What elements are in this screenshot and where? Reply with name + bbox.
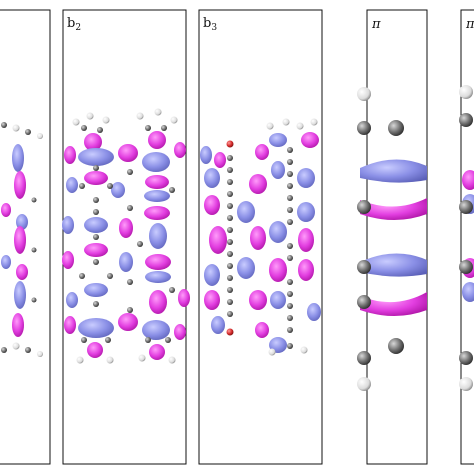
orbital-lobes-pi-2 (462, 170, 474, 302)
orbital-lobes-b3 (200, 132, 321, 353)
panel-pi-1: π (357, 9, 428, 465)
panel-frame-b2 (62, 9, 187, 465)
panel-b1 (0, 9, 51, 465)
orbital-lobes-pi-1 (360, 159, 427, 316)
panel-label-b2: b2 (67, 16, 81, 33)
atoms-pi-1 (357, 87, 404, 391)
atoms-b2 (72, 108, 178, 364)
atoms-pi-2 (459, 85, 473, 391)
panel-label-pi-2: π (465, 17, 474, 32)
panel-frame-pi-2 (460, 9, 474, 465)
panel-pi-2: π (459, 9, 474, 465)
panel-frame-b1 (0, 9, 51, 465)
panel-frame-pi-1 (366, 9, 428, 465)
panel-frame-b3 (198, 9, 323, 465)
panel-label-pi-1: π (371, 17, 381, 32)
panel-b3: b3 (198, 9, 323, 465)
atoms-b1 (1, 122, 43, 357)
atoms-b3 (226, 118, 318, 356)
panel-b2: b2 (62, 9, 190, 465)
orbital-lobes-b2 (62, 131, 190, 360)
panel-label-b3: b3 (203, 16, 217, 33)
orbital-lobes-b1 (1, 144, 28, 337)
